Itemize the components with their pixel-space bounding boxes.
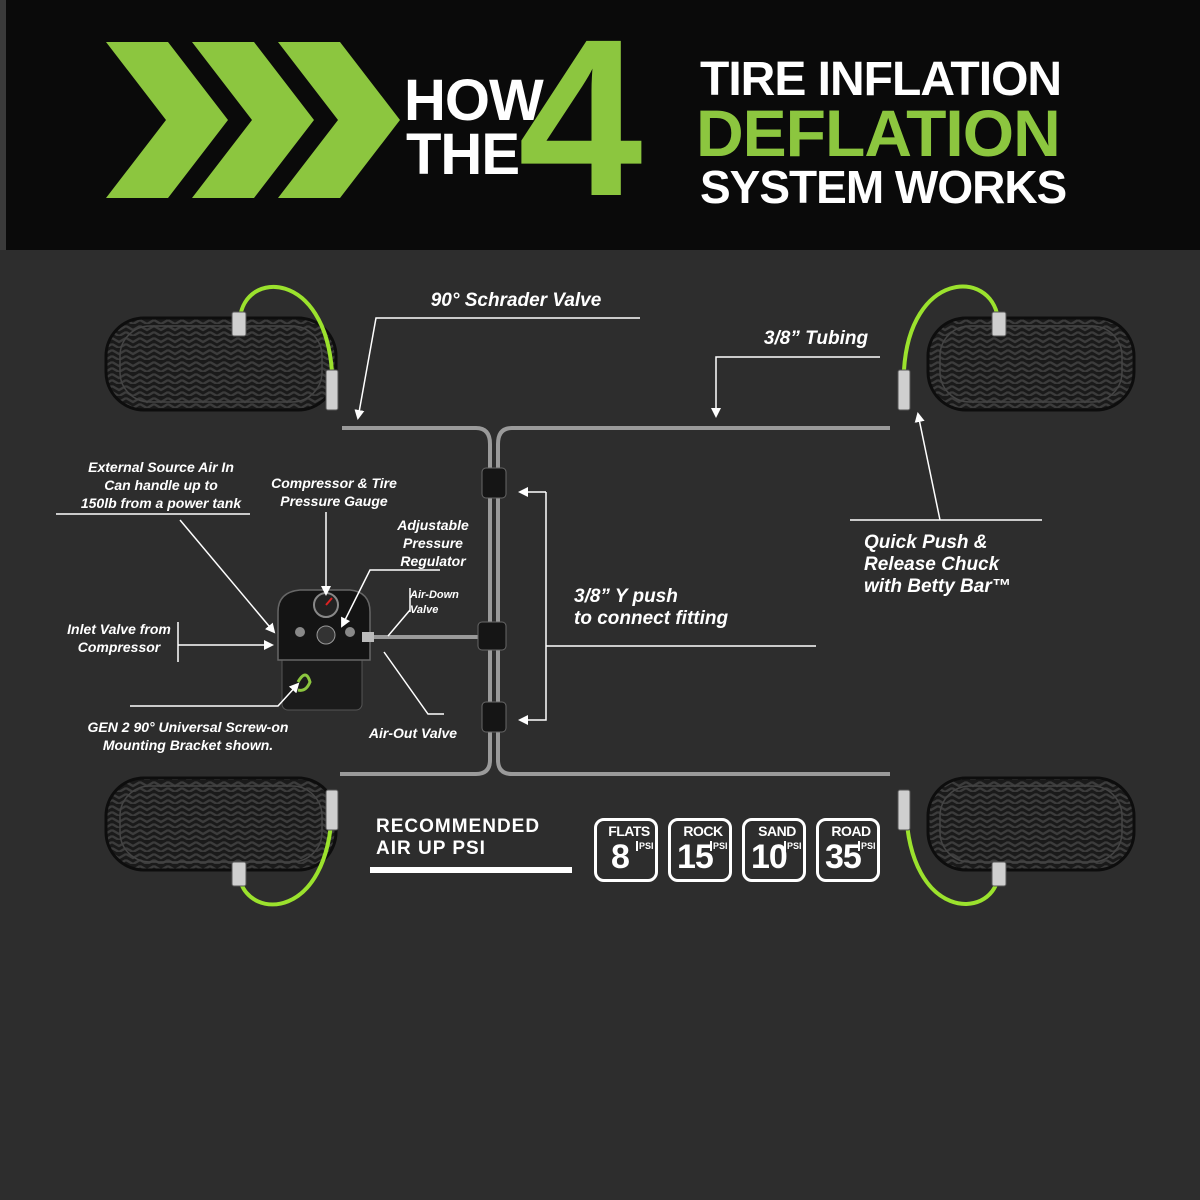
label-pressure-gauge: Compressor & Tire Pressure Gauge	[271, 475, 397, 509]
header-how: HOW	[404, 68, 544, 133]
tubing-lines	[340, 426, 890, 776]
label-air-down-valve: Air-Down Valve	[410, 589, 459, 616]
header-line1: TIRE INFLATION	[700, 53, 1062, 106]
chevron-arrows-icon	[106, 42, 400, 198]
green-hoses	[238, 284, 1000, 907]
psi-badge-sand: SAND 10 PSI	[742, 818, 806, 882]
header-line2: DEFLATION	[696, 96, 1061, 170]
y-fittings	[477, 467, 507, 733]
psi-badge-road: ROAD 35 PSI	[816, 818, 880, 882]
header-banner: HOW THE 4 TIRE INFLATION DEFLATION SYSTE…	[0, 0, 1200, 250]
psi-title: RECOMMENDED AIR UP PSI	[376, 816, 541, 859]
tire-front-left	[104, 316, 338, 412]
label-tubing: 3/8” Tubing	[763, 328, 869, 349]
label-external-air: External Source Air In Can handle up to …	[80, 459, 242, 511]
valve-stems	[231, 311, 1007, 887]
label-air-out-valve: Air-Out Valve	[368, 725, 458, 741]
header-the: THE	[406, 122, 520, 187]
tire-rear-right	[926, 776, 1136, 872]
compressor-unit	[277, 589, 374, 711]
psi-badge-rock: ROCK 15 PSI	[668, 818, 732, 882]
label-inlet-valve: Inlet Valve from Compressor	[67, 621, 171, 655]
tire-rear-left	[104, 776, 338, 872]
label-schrader-valve: 90° Schrader Valve	[430, 290, 602, 311]
header-line3: SYSTEM WORKS	[700, 161, 1067, 213]
label-pressure-regulator: Adjustable Pressure Regulator	[397, 517, 469, 569]
leader-lines	[56, 317, 1042, 873]
label-y-fitting: 3/8” Y push to connect fitting	[574, 586, 729, 629]
header-four: 4	[518, 0, 643, 243]
label-quick-chuck: Quick Push & Release Chuck with Betty Ba…	[864, 532, 1011, 597]
tire-front-right	[926, 316, 1136, 412]
label-mounting-bracket: GEN 2 90° Universal Screw-on Mounting Br…	[87, 719, 289, 753]
psi-badge-flats: FLATS 8 PSI	[594, 818, 658, 882]
